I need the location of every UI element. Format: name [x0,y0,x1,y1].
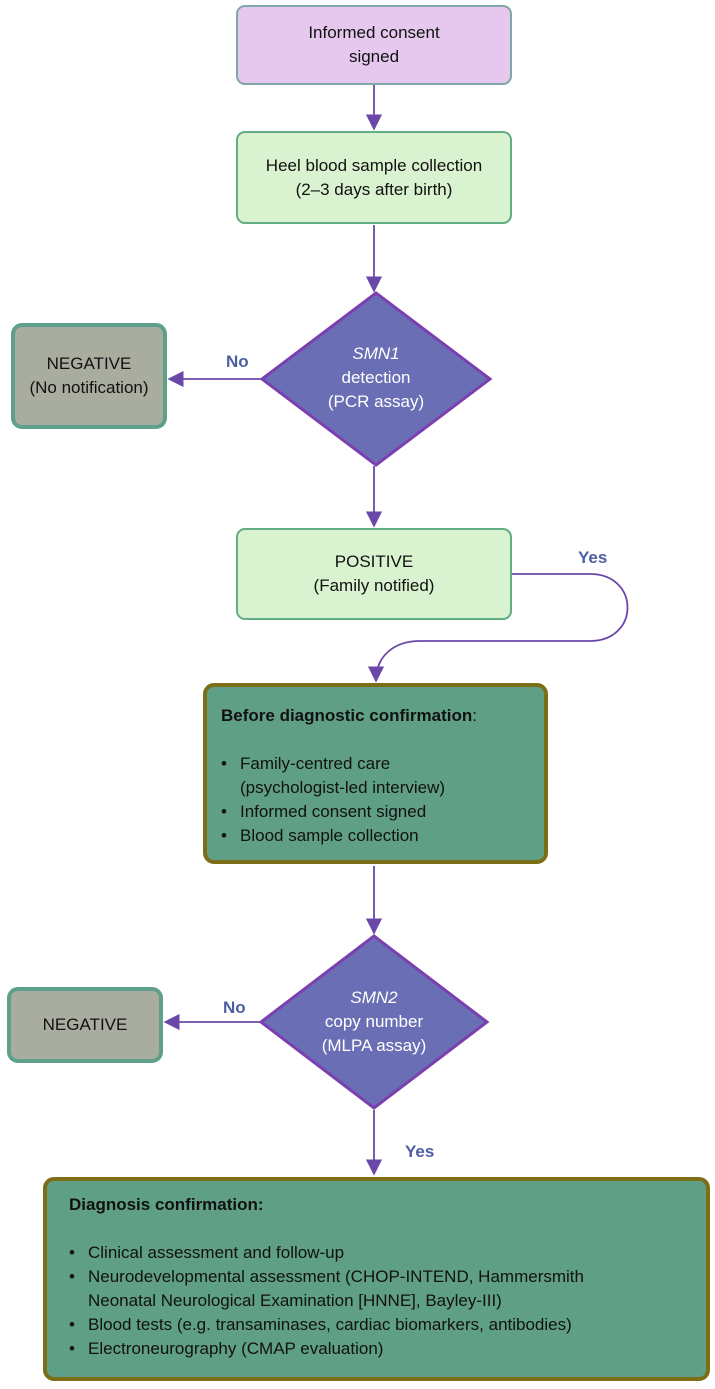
positive-line1: POSITIVE [334,552,414,571]
before-item: Informed consent signed [221,800,530,824]
heel-sample-node: Heel blood sample collection (2–3 days a… [236,131,512,224]
diagnosis-item: Electroneurography (CMAP evaluation) [69,1337,686,1361]
before-item: Family-centred care [221,752,530,776]
positive-node: POSITIVE (Family notified) [236,528,512,620]
edge-label-no-2: No [223,998,246,1017]
diagnosis-item: Neurodevelopmental assessment (CHOP-INTE… [69,1265,686,1289]
diagnosis-item-continuation: Neonatal Neurological Examination [HNNE]… [88,1291,502,1310]
negative2-line1: NEGATIVE [42,1015,128,1034]
smn1-decision-diamond [259,291,493,467]
before-item: Blood sample collection [221,824,530,848]
informed-consent-node: Informed consent signed [236,5,512,85]
positive-line2: (Family notified) [313,576,435,595]
heel-line1: Heel blood sample collection [265,155,483,175]
diagnosis-item: Blood tests (e.g. transaminases, cardiac… [69,1313,686,1337]
before-confirmation-box: Before diagnostic confirmation: Family-c… [203,683,548,864]
arrow-positive-to-before [367,573,629,683]
before-item-continuation: (psychologist-led interview) [240,778,446,797]
negative-node-2: NEGATIVE [7,987,163,1063]
smn1-line2: detection [341,368,411,387]
diagnosis-list: Clinical assessment and follow-up Neurod… [69,1241,686,1361]
before-title-suffix: : [472,706,477,725]
edge-label-yes-2: Yes [405,1142,435,1161]
negative1-line1: NEGATIVE [46,354,132,373]
smn1-decision-text: SMN1 detection (PCR assay) [296,330,456,426]
smn2-line3: (MLPA assay) [321,1036,427,1055]
diagnosis-confirmation-box: Diagnosis confirmation: Clinical assessm… [43,1177,710,1381]
consent-line1: Informed consent [308,23,440,42]
consent-line2: signed [348,47,400,66]
negative-no-notification-node: NEGATIVE (No notification) [11,323,167,429]
smn1-line3: (PCR assay) [327,392,425,411]
before-list: Family-centred care (psychologist-led in… [221,752,530,848]
before-title-row: Before diagnostic confirmation: [221,704,530,728]
diagnosis-item: Clinical assessment and follow-up [69,1241,686,1265]
edge-label-yes-1: Yes [578,548,608,567]
diagnosis-title: Diagnosis confirmation: [69,1195,264,1214]
negative1-line2: (No notification) [29,378,149,397]
smn2-gene-label: SMN2 [350,988,398,1007]
smn1-gene-label: SMN1 [352,344,400,363]
smn2-decision-text: SMN2 copy number (MLPA assay) [294,974,454,1070]
heel-line2: (2–3 days after birth) [295,179,453,199]
smn2-line2: copy number [324,1012,424,1031]
smn2-decision-diamond [258,934,490,1110]
edge-label-no-1: No [226,352,249,371]
before-title: Before diagnostic confirmation [221,706,473,725]
